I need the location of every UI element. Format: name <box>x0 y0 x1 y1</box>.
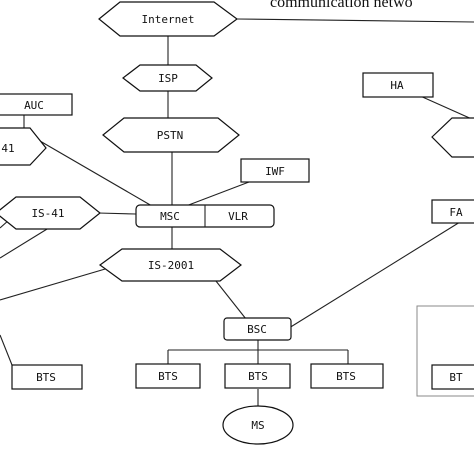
bts-2-node: BTS <box>224 363 291 389</box>
bsc-fa-link <box>288 221 461 329</box>
is41-left-link <box>0 225 53 259</box>
bts-right-label: BT <box>449 371 463 384</box>
right-edge-hexagon <box>431 117 474 158</box>
bts-1-label: BTS <box>158 370 178 383</box>
is2001-hexagon <box>98 248 242 282</box>
isp-node: ISP <box>122 64 213 92</box>
ms-label: MS <box>251 419 264 432</box>
bts-1-node: BTS <box>135 363 201 389</box>
is2001-left-link <box>0 266 113 301</box>
bts-right-node: BT <box>431 364 474 390</box>
bts-2-label: BTS <box>248 370 268 383</box>
iwf-node: IWF <box>240 158 310 183</box>
bts-left-label: BTS <box>36 371 56 384</box>
bts-left-box <box>11 364 83 390</box>
is41-msc-link <box>39 140 153 207</box>
msc-label: MSC <box>160 210 180 223</box>
connector-lines <box>0 18 474 407</box>
bsc-box <box>223 317 292 341</box>
fa-box <box>431 199 474 224</box>
internet-right-link <box>236 18 474 23</box>
is41-mid-node: IS-41 <box>0 196 101 230</box>
fa-node: FA <box>431 199 474 224</box>
is2001-bsc-link <box>211 275 247 320</box>
bts-3-label: BTS <box>336 370 356 383</box>
is41-top-hexagon <box>0 127 47 166</box>
isp-label: ISP <box>158 72 178 85</box>
ha-node: HA <box>362 72 434 98</box>
internet-node: Internet <box>98 1 239 37</box>
iwf-label: IWF <box>265 165 285 178</box>
internet-label: Internet <box>142 13 195 26</box>
ha-box <box>362 72 434 98</box>
pstn-node: PSTN <box>102 117 240 153</box>
is2001-label: IS-2001 <box>148 259 194 272</box>
bsc-node: BSC <box>223 317 292 341</box>
bsc-label: BSC <box>247 323 267 336</box>
pstn-hexagon <box>102 117 240 153</box>
ms-node: MS <box>222 405 294 445</box>
is41-msc-horizontal <box>97 212 137 215</box>
auc-box <box>0 93 73 116</box>
bts-2-box <box>224 363 291 389</box>
bts-right-box <box>431 364 474 390</box>
left-bts-link <box>0 334 13 366</box>
right-subnet-frame <box>416 305 474 397</box>
is41-mid-hexagon <box>0 196 101 230</box>
fa-label: FA <box>449 206 463 219</box>
internet-hexagon <box>98 1 239 37</box>
ms-ellipse <box>222 405 294 445</box>
pstn-label: PSTN <box>157 129 184 142</box>
ha-label: HA <box>390 79 404 92</box>
iwf-msc-link <box>185 181 250 207</box>
msc-vlr-node: MSC VLR <box>135 204 275 228</box>
bts-3-box <box>310 363 384 389</box>
isp-hexagon <box>122 64 213 92</box>
diagram-caption: communication netwo <box>270 0 413 11</box>
bts-left-node: BTS <box>11 364 83 390</box>
bts-1-box <box>135 363 201 389</box>
bts-3-node: BTS <box>310 363 384 389</box>
iwf-box <box>240 158 310 183</box>
auc-label: AUC <box>24 99 44 112</box>
auc-node: AUC <box>0 93 73 116</box>
is2001-node: IS-2001 <box>98 248 242 282</box>
vlr-label: VLR <box>228 210 248 223</box>
is41-top-label: 41 <box>1 142 14 155</box>
is41-mid-label: IS-41 <box>31 207 64 220</box>
is41-top-node: 41 <box>0 127 47 166</box>
